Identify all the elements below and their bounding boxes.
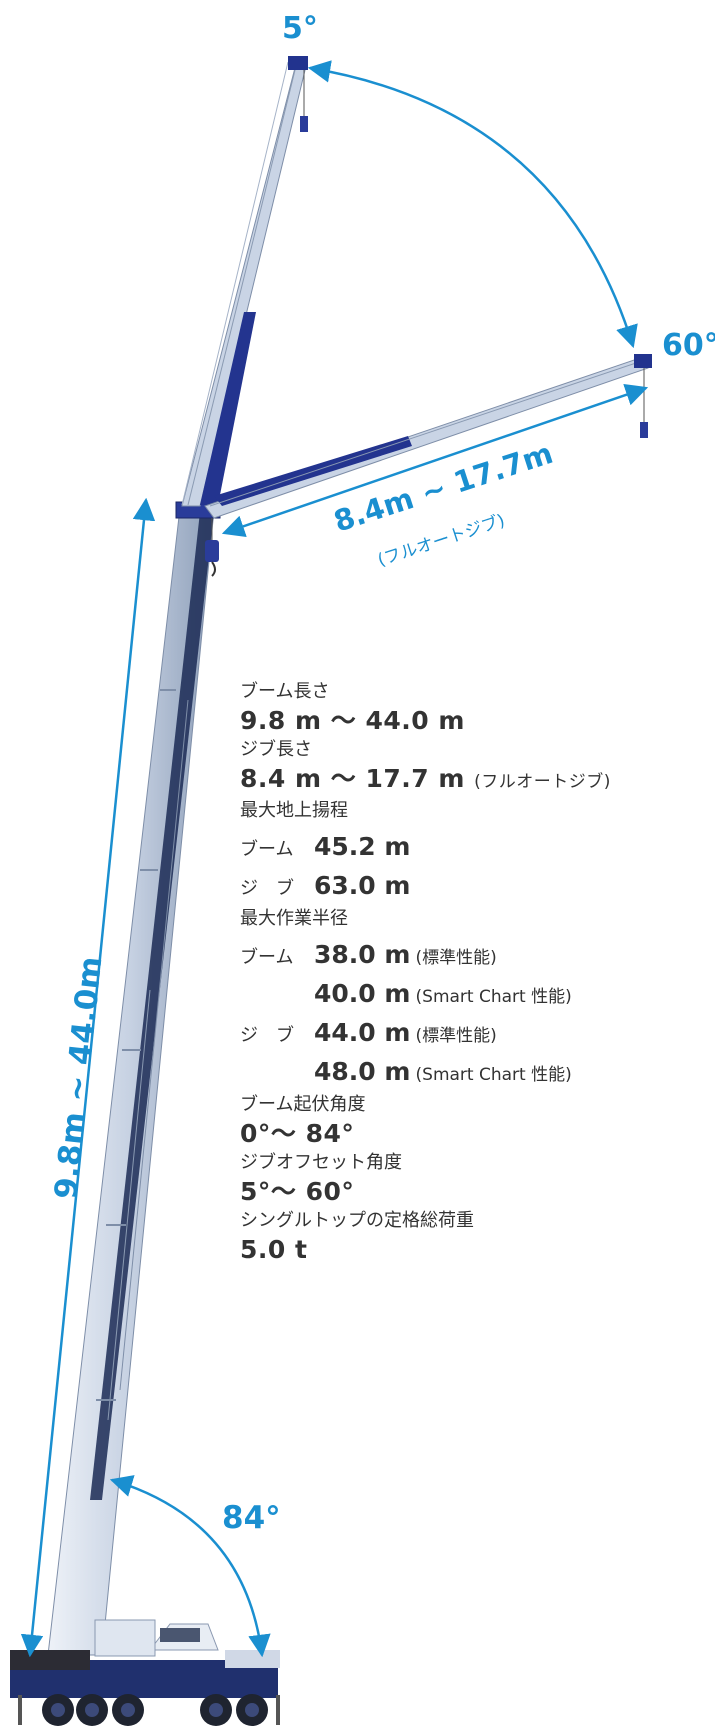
boom-angle-label: ブーム起伏角度 [240, 1094, 366, 1115]
boom-length-label: 9.8m ~ 44.0m [48, 955, 109, 1201]
jib-angle-max-label: 60° [662, 328, 715, 363]
max-radius-jib-prefix: ジ ブ [240, 1025, 294, 1046]
max-height-jib-prefix: ジ ブ [240, 878, 294, 899]
boom-length-value: 9.8 m ～ 44.0 m [240, 706, 465, 735]
max-radius-boom-prefix: ブーム [240, 947, 294, 968]
max-radius-jib-smart-value: 48.0 m [314, 1057, 411, 1086]
max-radius-label: 最大作業半径 [240, 908, 348, 929]
jib-upper [181, 56, 308, 507]
jib-offset-label: ジブオフセット角度 [240, 1152, 402, 1173]
max-radius-jib-std-note: (標準性能) [415, 1026, 497, 1046]
max-radius-jib-smart-note: (Smart Chart 性能) [415, 1065, 572, 1085]
max-radius-jib-std-row: ジ ブ 44.0 m (標準性能) [240, 1015, 710, 1054]
dimension-arrows [20, 60, 649, 1658]
boom-length-arrow [20, 497, 156, 1658]
single-top-label: シングルトップの定格総荷重 [240, 1210, 474, 1231]
max-radius-boom-std-note: (標準性能) [415, 948, 497, 968]
jib-length-label: ジブ長さ [240, 739, 312, 760]
jib-length-value: 8.4 m ～ 17.7 m [240, 764, 465, 793]
boom-angle-arc [109, 1475, 271, 1658]
max-radius-boom-std-value: 38.0 m [314, 940, 411, 969]
single-top-value: 5.0 t [240, 1235, 308, 1264]
main-hook [205, 518, 219, 577]
max-height-label: 最大地上揚程 [240, 800, 348, 821]
boom-length-label: ブーム長さ [240, 681, 330, 702]
spec-list: ブーム長さ 9.8 m ～ 44.0 m ジブ長さ 8.4 m ～ 17.7 m… [240, 680, 710, 1267]
jib-offset-arc [307, 60, 638, 349]
max-radius-boom-std-row: ブーム 38.0 m (標準性能) [240, 937, 710, 976]
boom-angle-value: 0°～ 84° [240, 1119, 355, 1148]
jib-length-arrow [221, 383, 649, 538]
jib-angle-min-label: 5° [282, 11, 318, 46]
max-height-boom-value: 45.2 m [314, 832, 411, 861]
max-radius-boom-smart-value: 40.0 m [314, 979, 411, 1008]
max-radius-boom-smart-note: (Smart Chart 性能) [415, 987, 572, 1007]
boom-angle-label: 84° [222, 1500, 281, 1536]
max-height-boom-prefix: ブーム [240, 839, 294, 860]
max-height-boom-row: ブーム 45.2 m [240, 829, 710, 868]
max-radius-jib-smart-row: 48.0 m (Smart Chart 性能) [240, 1054, 710, 1093]
max-height-jib-value: 63.0 m [314, 871, 411, 900]
jib-length-value-row: 8.4 m ～ 17.7 m (フルオートジブ) [240, 762, 710, 799]
max-radius-boom-smart-row: 40.0 m (Smart Chart 性能) [240, 976, 710, 1015]
jib-offset-value: 5°～ 60° [240, 1177, 355, 1206]
jib-length-note: (フルオートジブ) [474, 772, 611, 792]
max-radius-jib-std-value: 44.0 m [314, 1018, 411, 1047]
max-height-jib-row: ジ ブ 63.0 m [240, 868, 710, 907]
